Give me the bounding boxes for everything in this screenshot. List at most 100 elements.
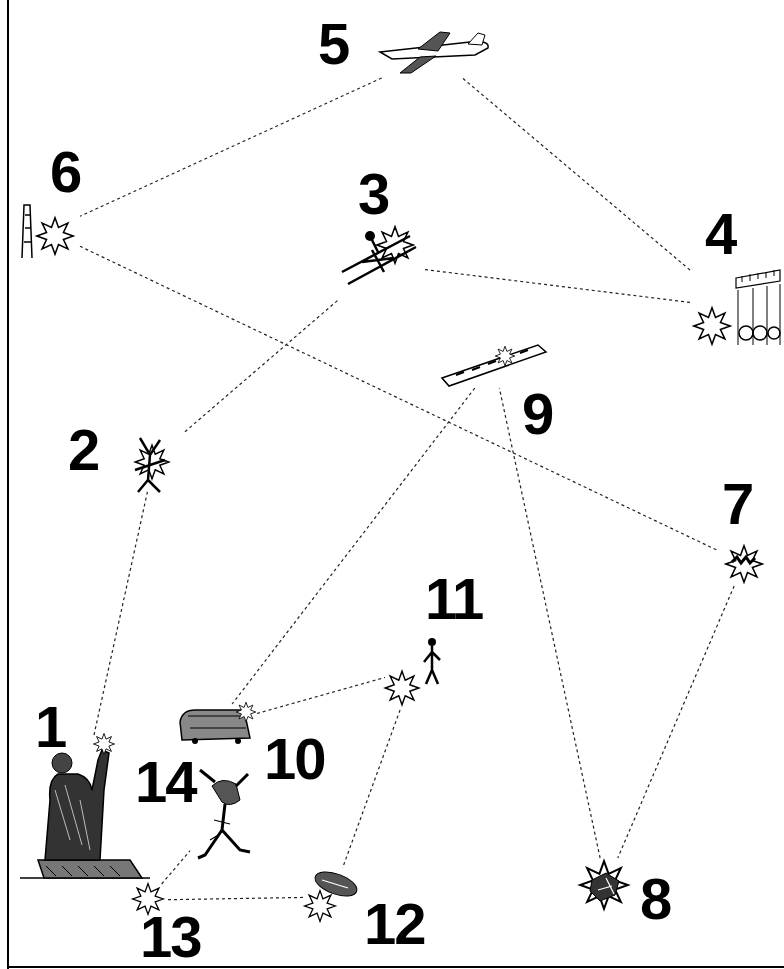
car-sketch: [305, 891, 336, 922]
explosion-sketch: [732, 557, 755, 563]
sketch-node: 12: [303, 868, 361, 926]
person-sketch: [198, 770, 250, 858]
explosion-sketch: [580, 861, 628, 909]
plane-sketch: [468, 33, 485, 45]
callout-number: 6: [50, 143, 80, 201]
statue-sketch: [38, 860, 142, 878]
statue-sketch: [46, 866, 120, 876]
bus-sketch: [180, 702, 256, 744]
building-sketch: [739, 326, 753, 340]
explosion-sketch: [580, 861, 628, 909]
explosion-sketch: [385, 638, 440, 705]
building-sketch: [738, 284, 780, 345]
sketch-node: 6: [16, 198, 80, 264]
frame-line: [8, 0, 784, 969]
bus-sketch: [192, 738, 198, 744]
explosion-sketch: [424, 646, 440, 684]
person-sketch: [210, 820, 230, 840]
bus-sketch: [180, 710, 250, 740]
building-sketch: [753, 326, 767, 340]
callout-number: 9: [522, 385, 552, 443]
dotted-connector: [80, 246, 718, 550]
dotted-connector: [499, 388, 600, 858]
building-sketch: [768, 327, 780, 339]
statue-sketch: [45, 750, 109, 860]
dotted-connector: [232, 388, 475, 704]
callout-number: 11: [425, 570, 482, 628]
sketch-node: 10: [175, 704, 257, 746]
statue-sketch: [94, 734, 115, 755]
bus-sketch: [235, 738, 241, 744]
train-sketch: [442, 345, 546, 386]
sketch-node: 9: [440, 338, 548, 388]
dotted-connector: [462, 78, 690, 270]
tower-sketch: [22, 205, 73, 258]
sketch-node: 13: [130, 884, 166, 916]
dotted-connector: [94, 490, 148, 735]
building-sketch: [742, 270, 774, 282]
explosion-sketch: [726, 546, 762, 582]
frame-line: [8, 966, 784, 968]
dotted-connector: [425, 270, 690, 303]
dotted-connector: [618, 586, 734, 858]
explosion-sketch: [135, 438, 169, 492]
frame-line: [7, 0, 9, 969]
building-sketch: [694, 308, 730, 344]
building-sketch: [736, 270, 780, 288]
sketch-node: 3: [335, 228, 425, 300]
sketch-node: 7: [718, 540, 770, 586]
train-sketch: [456, 350, 528, 375]
callout-number: 4: [705, 205, 735, 263]
skier-sketch: [365, 231, 375, 241]
callout-number: 12: [364, 895, 425, 953]
explosion-sketch: [726, 546, 762, 582]
explosion-sketch: [590, 873, 619, 901]
dotted-connector: [185, 300, 338, 432]
building-sketch: [694, 270, 780, 345]
bus-sketch: [188, 716, 246, 728]
sketch-node: 11: [385, 628, 445, 710]
statue-sketch: [55, 785, 90, 850]
explosion-sketch: [428, 638, 436, 646]
callout-number: 10: [264, 730, 325, 788]
dotted-connector: [343, 710, 401, 868]
skier-sketch: [342, 236, 416, 284]
plane-sketch: [400, 56, 436, 73]
callout-number: 5: [318, 15, 348, 73]
dotted-connector: [162, 851, 190, 884]
callout-number: 13: [140, 908, 201, 966]
explosion-sketch: [385, 671, 419, 705]
callout-number: 14: [135, 753, 196, 811]
train-sketch: [442, 345, 546, 386]
car-sketch: [322, 880, 348, 888]
skier-sketch: [342, 227, 416, 284]
dotted-connector: [257, 677, 385, 713]
sketch-node: 8: [575, 858, 637, 913]
explosion-sketch: [598, 878, 614, 894]
explosion-sketch: [135, 438, 165, 492]
dotted-connector: [80, 78, 382, 216]
train-sketch: [495, 346, 515, 366]
sketch-node: 14: [190, 762, 256, 862]
statue-sketch: [52, 753, 72, 773]
plane-sketch: [380, 32, 488, 73]
plane-sketch: [418, 32, 450, 51]
callout-number: 2: [68, 421, 98, 479]
callout-number: 8: [640, 870, 670, 928]
sketch-node: 1: [25, 735, 130, 885]
callout-number: 1: [35, 698, 65, 756]
bus-sketch: [236, 702, 256, 722]
callout-number: 3: [358, 165, 388, 223]
tower-sketch: [37, 218, 73, 254]
sketch-node: 5: [375, 30, 493, 78]
person-sketch: [212, 780, 240, 804]
person-sketch: [198, 770, 250, 858]
car-sketch: [305, 867, 360, 921]
dotted-connector: [166, 897, 303, 899]
sketch-node: 4: [690, 268, 780, 348]
sketch-node: 2: [125, 425, 185, 490]
callout-number: 7: [722, 475, 752, 533]
